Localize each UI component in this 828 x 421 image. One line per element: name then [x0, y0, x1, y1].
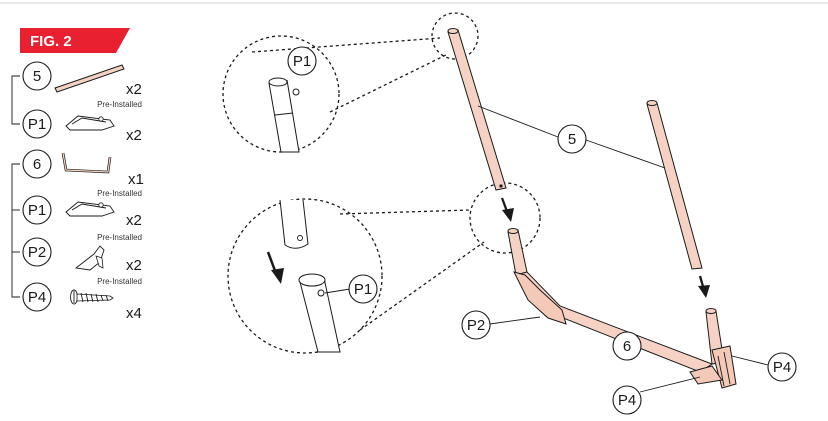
part-qty: x2 [126, 212, 142, 229]
upright-pole-right [646, 102, 703, 270]
tube-lower-zoom [299, 277, 341, 353]
parts-row-p2: Pre-Installed P2 x2 [22, 233, 142, 274]
parts-group-bracket-2 [11, 163, 20, 298]
zoom-detail-bottom: P1 [227, 182, 541, 354]
callout-bubble [557, 124, 587, 154]
part-id: P2 [28, 244, 46, 261]
pin-hole-icon [297, 235, 303, 241]
main-assembly: 5 6 P2 P4 P4 [447, 28, 797, 415]
part-id: 6 [33, 156, 41, 173]
pin-p1-icon [317, 289, 325, 297]
part-badge [22, 195, 52, 225]
base-bar [515, 271, 714, 373]
callout-label: 5 [568, 131, 576, 148]
parts-group-bracket-1 [11, 75, 20, 125]
insert-arrow-left [500, 197, 514, 222]
part-badge [22, 149, 52, 179]
pin-p1-icon [292, 88, 300, 96]
callout-leader [477, 105, 559, 138]
bracket-p2-icon [74, 245, 105, 271]
zoom-leader-line [329, 53, 449, 113]
part-badge [22, 109, 52, 139]
foot-plate-p4 [689, 365, 723, 385]
parts-row-p1-b: Pre-Installed P1 x2 [22, 189, 142, 229]
clip-p1-icon [65, 201, 115, 217]
zoom-detail-top: P1 [222, 12, 479, 153]
arrow-head-icon [271, 268, 284, 284]
callout-bubble [461, 310, 491, 340]
tube-top-zoom [268, 79, 300, 153]
callout-bubble [767, 352, 797, 382]
part-id: P1 [28, 116, 46, 133]
figure-label-banner [20, 28, 130, 53]
parts-list: 5 x2 Pre-Installed P1 x2 6 x1 [11, 61, 144, 322]
zoom-source-circle [431, 12, 479, 60]
part-badge [22, 237, 52, 267]
callout-label: P1 [293, 53, 311, 70]
base-frame-6-icon [61, 152, 112, 174]
clip-p1-icon [65, 115, 115, 131]
zoom-leader-line [251, 37, 441, 53]
figure-label-text: FIG. 2 [30, 33, 72, 50]
part-note: Pre-Installed [97, 189, 142, 198]
callout-leader [585, 139, 666, 169]
part-id: P1 [28, 202, 46, 219]
callout-leader [639, 376, 701, 393]
tube-upper-zoom [279, 199, 309, 249]
upright-pole-left [447, 29, 507, 191]
callout-label: P4 [618, 392, 636, 409]
callout-leader [731, 355, 769, 366]
insert-arrow-right [698, 275, 710, 298]
bracket-p2 [513, 271, 567, 325]
screw-p4-icon [70, 289, 114, 305]
part-note: Pre-Installed [97, 277, 142, 286]
parts-row-p4: Pre-Installed P4 x4 [22, 277, 142, 322]
part-qty: x2 [126, 257, 142, 274]
parts-row-5: 5 x2 [22, 61, 142, 98]
part-qty: x4 [126, 305, 142, 322]
callout-leader [489, 316, 541, 325]
callout-leader [324, 288, 351, 294]
callout-bubble [612, 385, 642, 415]
callout-label: P1 [354, 281, 372, 298]
parts-row-p1-a: Pre-Installed P1 x2 [22, 100, 142, 144]
part-note: Pre-Installed [97, 233, 142, 242]
zoom-source-circle [469, 182, 541, 254]
zoom-leader-line [339, 209, 471, 215]
part-id: 5 [33, 68, 41, 85]
part-qty: x1 [128, 171, 144, 188]
tube-lower-opening [298, 273, 326, 287]
part-qty: x2 [126, 127, 142, 144]
pole-5-icon [54, 64, 125, 93]
part-note: Pre-Installed [97, 100, 142, 109]
zoom-circle [227, 198, 383, 354]
figure-label: FIG. 2 [20, 28, 130, 53]
callout-label: P2 [467, 317, 485, 334]
tube-top-opening [268, 77, 288, 87]
callout-bubble [348, 274, 378, 304]
part-qty: x2 [126, 81, 142, 98]
base-frame-6 [507, 228, 737, 389]
part-id: P4 [28, 289, 46, 306]
part-badge [22, 282, 52, 312]
part-badge [22, 61, 52, 91]
callout-label: P4 [773, 359, 791, 376]
parts-row-6: 6 x1 [22, 149, 144, 188]
zoom-leader-line [359, 241, 485, 331]
callout-bubble [287, 46, 317, 76]
callout-bubble [612, 331, 642, 361]
callout-label: 6 [623, 338, 631, 355]
